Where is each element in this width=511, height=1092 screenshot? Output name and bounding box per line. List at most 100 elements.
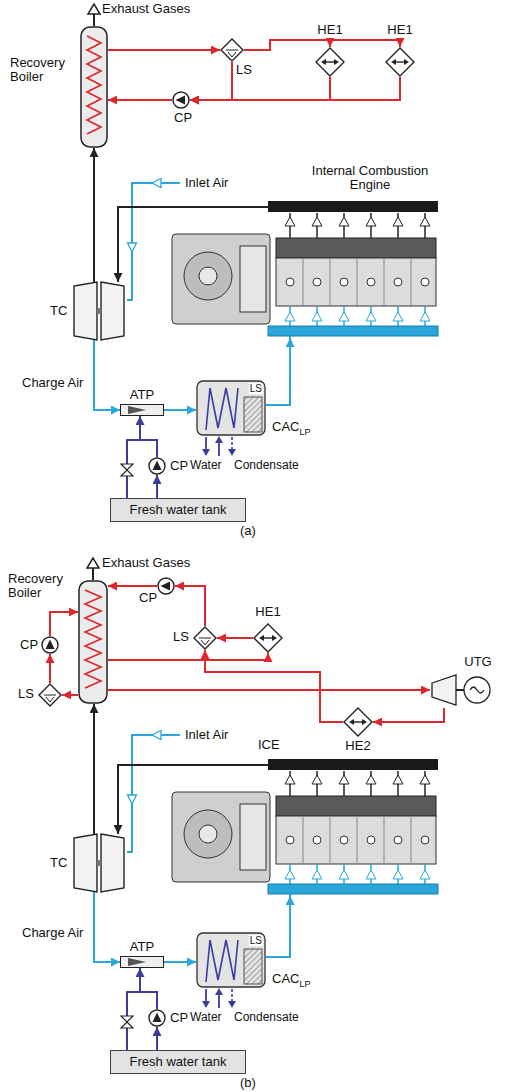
liquid-separator: LS [220,38,244,62]
heat-exchanger-symbol [404,59,409,65]
bypass-valve-line [121,464,133,470]
combustion-engine-symbol [420,775,430,784]
component-label: ATP [120,940,164,954]
turbocharger-symbol [101,282,124,340]
combustion-engine-symbol [199,825,217,843]
component-label: ATP [120,388,164,402]
component-label-group: CACLP [272,972,310,987]
pipe-connector [244,40,400,50]
pipe-connector [266,896,290,957]
combustion-engine-symbol [393,312,403,321]
combustion-engine-symbol [268,759,438,770]
turbine-generator-symbol [456,689,464,691]
bypass-valve-line [121,1022,133,1028]
water-tank: Fresh water tank [110,498,246,522]
bypass-valve-line [121,1016,133,1022]
combustion-engine-symbol [357,258,358,306]
turbocharger-symbol [74,834,97,892]
circulation-pump-symbol [153,1013,162,1023]
component-label: CP [170,1011,188,1025]
combustion-engine-symbol [150,206,270,208]
combustion-engine-symbol [339,870,349,879]
component-label: LS [18,687,34,701]
bypass-valve-line [121,470,133,476]
turbocharger-symbol [74,282,97,340]
heat-exchanger-symbol [259,635,264,641]
combustion-engine-symbol [340,836,348,844]
component-label: CP [170,459,188,473]
combustion-engine-symbol [340,278,348,286]
turbocharger: TC [72,282,126,340]
circulation-pump: CP [41,636,59,654]
combustion-engine-symbol [285,775,295,784]
combustion-engine-symbol [184,810,232,858]
combustion-engine-symbol [411,258,412,306]
turbocharger-symbol [97,308,101,314]
water-lines [231,989,233,1002]
charge-air-cooler-symbol [206,388,238,430]
turbocharger: TC [72,834,126,892]
heat-exchanger-symbol [349,719,354,725]
heat-exchanger-symbol [343,707,373,737]
combustion-engine-symbol [150,198,440,338]
inlet-air-pipe [128,243,137,252]
heat-exchanger: HE2 [343,707,373,737]
circulation-pump: CP [148,457,166,475]
liquid-separator-symbol [226,50,238,51]
heat-exchanger-symbol [344,708,372,736]
combustion-engine-symbol [420,870,430,879]
inlet-air-pipe [152,731,161,740]
combustion-engine-symbol [303,816,304,864]
combustion-engine-symbol [172,234,270,324]
liquid-separator-symbol [220,38,244,62]
liquid-separator-symbol [46,697,54,702]
ejector-pump: ATP [120,404,164,416]
liquid-separator: LS [193,626,217,650]
water-lines [218,995,220,1008]
ejector-pump-symbol [120,956,164,968]
ejector-pump-symbol [128,406,146,414]
combustion-engine-symbol [339,217,349,226]
combustion-engine-symbol [268,884,438,894]
combustion-engine-symbol [150,764,270,766]
combustion-engine-symbol [366,775,376,784]
component-label: LS [236,63,252,77]
annotation-label: Condensate [234,458,299,472]
circulation-pump: CP [157,577,175,595]
pipe-connector [108,49,220,51]
exhaust-arrow [88,4,100,14]
component-label: Fresh water tank [130,503,227,517]
combustion-engine-symbol [367,278,375,286]
recovery-boiler-symbol [80,26,108,148]
combustion-engine-symbol [339,312,349,321]
circulation-pump-symbol [148,1009,166,1027]
pipe-connector [156,475,158,498]
combustion-engine-symbol [312,775,322,784]
pipe-connector [108,99,172,101]
combustion-engine-symbol [289,894,291,896]
bypass-valve-line [127,992,140,1050]
water-lines [215,988,223,995]
component-label: HE1 [315,23,345,37]
combustion-engine-symbol [366,217,376,226]
combustion-engine-symbol [303,258,304,306]
combustion-engine-symbol [366,312,376,321]
combustion-engine-symbol [285,870,295,879]
annotation-label: Charge Air [22,376,83,390]
turbocharger-symbol [97,860,101,866]
pipe-connector [190,62,232,100]
component-label: TC [50,304,67,318]
combustion-engine-symbol [411,816,412,864]
heat-exchanger-symbol [316,48,344,76]
annotation-label: Exhaust Gases [102,2,190,16]
combustion-engine-symbol [421,836,429,844]
ejector-pump: ATP [120,956,164,968]
combustion-engine-symbol [313,278,321,286]
component-label: Recovery Boiler [10,56,72,84]
recovery-boiler-symbol [81,27,107,147]
component-label: LP [299,427,310,437]
circulation-pump: CP [148,1009,166,1027]
combustion-engine-symbol [172,792,270,882]
heat-exchanger-symbol [272,635,277,641]
combustion-engine: Internal Combustion Engine [150,198,440,338]
